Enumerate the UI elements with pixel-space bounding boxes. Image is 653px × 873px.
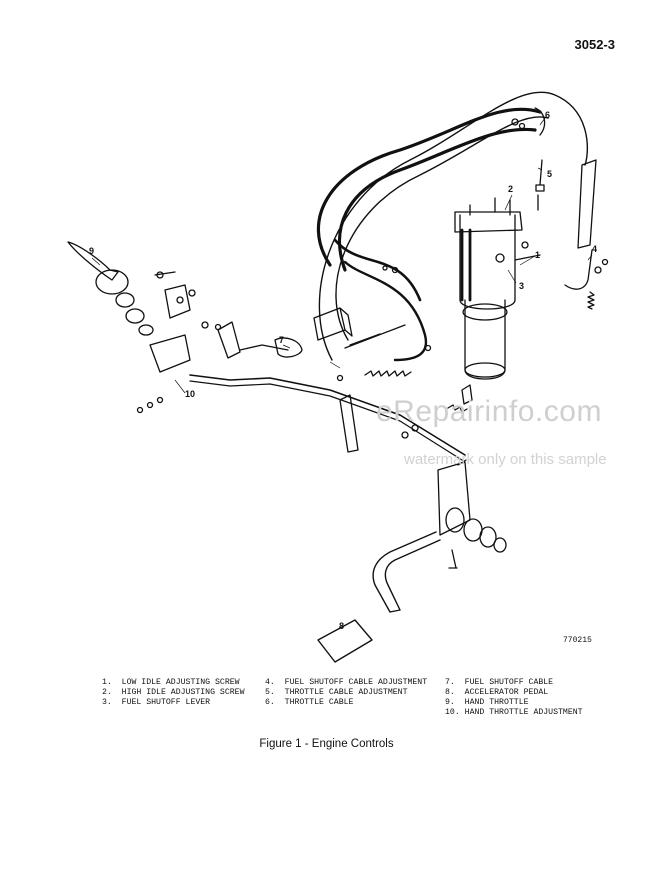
callout-5: 5 [547,169,552,179]
fuel-shutoff-cable [333,238,422,302]
callout-6: 6 [545,110,550,120]
pedal-arm [372,531,441,613]
legend-item: 2. HIGH IDLE ADJUSTING SCREW [102,688,245,697]
legend-item: 4. FUEL SHUTOFF CABLE ADJUSTMENT [265,678,428,687]
throttle-cable-b [337,127,537,272]
legend-column-2: 4. FUEL SHUTOFF CABLE ADJUSTMENT 5. THRO… [265,678,427,708]
legend-item: 3. FUEL SHUTOFF LEVER [102,698,211,707]
cross-shaft [189,374,466,456]
shutoff-bracket [577,159,597,249]
adjuster-5 [535,159,545,211]
legend-item: 1. LOW IDLE ADJUSTING SCREW [102,678,240,687]
legend-column-1: 1. LOW IDLE ADJUSTING SCREW 2. HIGH IDLE… [102,678,245,708]
legend-item: 9. HAND THROTTLE [445,698,529,707]
engine-controls-diagram: 1 2 3 4 5 6 7 8 9 10 [67,91,609,663]
watermark-site: eRepairinfo.com [376,395,602,428]
legend-item: 6. THROTTLE CABLE [265,698,354,707]
lever-arm-mid [339,394,359,453]
fasteners [136,118,609,439]
bracket-small [164,284,191,319]
shutoff-rod [564,249,593,290]
shutoff-block [313,307,353,341]
cable-outer-loop-2 [335,116,549,341]
legend-item: 10. HAND THROTTLE ADJUSTMENT [445,708,583,717]
legend-item: 5. THROTTLE CABLE ADJUSTMENT [265,688,408,697]
callout-1: 1 [535,250,540,260]
callout-10: 10 [185,389,195,399]
legend-column-3: 7. FUEL SHUTOFF CABLE 8. ACCELERATOR PED… [445,678,583,718]
fuel-shutoff-rod [349,333,381,346]
callout-7: 7 [279,335,284,345]
throttle-spring [364,370,412,377]
callout-9: 9 [89,246,94,256]
figure-caption: Figure 1 - Engine Controls [259,738,394,750]
link-rod [239,344,289,351]
legend-item: 8. ACCELERATOR PEDAL [445,688,549,697]
throttle-cable-a [316,107,542,267]
t-handle-7 [274,337,303,358]
small-spring [447,404,468,413]
spring-right [587,291,595,310]
hand-throttle-washer [95,269,129,295]
injection-pump [454,197,541,380]
cable-outer-loop [318,91,589,361]
figure-code: 770215 [563,636,592,645]
callout-3: 3 [519,281,524,291]
cable-lower [343,260,428,362]
callout-4: 4 [592,244,597,254]
watermark-note: watermark only on this sample [404,451,607,468]
accelerator-pedal-8 [317,619,373,663]
hand-throttle-knob [67,241,119,281]
callout-8: 8 [339,621,344,631]
callout-2: 2 [508,184,513,194]
hand-throttle-bracket [149,334,191,373]
page-number: 3052-3 [574,37,615,52]
legend-item: 7. FUEL SHUTOFF CABLE [445,678,554,687]
lever-arm-left [217,321,241,359]
